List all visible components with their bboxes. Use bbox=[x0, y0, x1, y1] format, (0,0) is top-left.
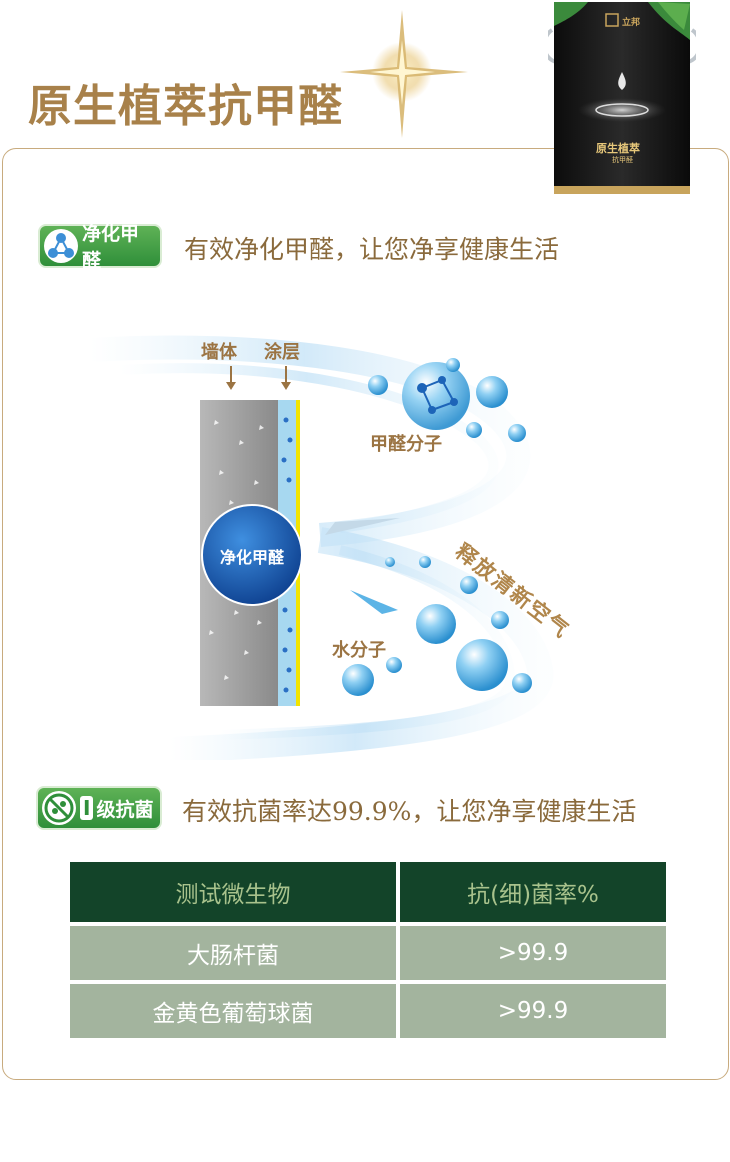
formaldehyde-label: 甲醛分子 bbox=[370, 434, 442, 455]
antibacterial-badge-label: 级抗菌 bbox=[96, 798, 154, 821]
antibacterial-subtitle: 有效抗菌率达99.9%，让您净享健康生活 bbox=[182, 797, 637, 826]
table-cell: 金黄色葡萄球菌 bbox=[70, 984, 396, 1038]
purification-diagram bbox=[89, 335, 554, 760]
water-label: 水分子 bbox=[332, 640, 386, 661]
content-panel bbox=[2, 148, 729, 1080]
can-title: 原生植萃 bbox=[596, 142, 640, 155]
page-title: 原生植萃抗甲醛 bbox=[28, 81, 343, 132]
table-cell: 大肠杆菌 bbox=[70, 926, 396, 980]
core-label: 净化甲醛 bbox=[219, 548, 284, 567]
purify-badge: 净化甲醛 bbox=[38, 223, 162, 272]
sparkle-icon bbox=[340, 10, 468, 138]
molecule-icon bbox=[44, 229, 78, 263]
table-header-row: 测试微生物 抗(细)菌率% bbox=[70, 862, 666, 922]
purify-badge-label: 净化甲醛 bbox=[82, 223, 140, 272]
table-row: 金黄色葡萄球菌 >99.9 bbox=[70, 984, 666, 1038]
table-header-cell: 抗(细)菌率% bbox=[400, 862, 666, 922]
antibacterial-badge: I 级抗菌 bbox=[36, 786, 162, 830]
antibacterial-table: 测试微生物 抗(细)菌率% 大肠杆菌 >99.9 金黄色葡萄球菌 >99.9 bbox=[66, 858, 670, 1042]
table-row: 大肠杆菌 >99.9 bbox=[70, 926, 666, 980]
no-bacteria-icon bbox=[42, 791, 76, 825]
purify-subtitle: 有效净化甲醛，让您净享健康生活 bbox=[184, 235, 560, 264]
paint-can-image bbox=[548, 2, 696, 194]
table-cell: >99.9 bbox=[400, 926, 666, 980]
can-subtitle: 抗甲醛 bbox=[612, 156, 633, 164]
antibacterial-badge-num: I bbox=[80, 796, 94, 820]
can-brand: 立邦 bbox=[622, 18, 641, 28]
table-cell: >99.9 bbox=[400, 984, 666, 1038]
coating-label: 涂层 bbox=[264, 342, 300, 363]
wall-label: 墙体 bbox=[201, 342, 237, 363]
table-header-cell: 测试微生物 bbox=[70, 862, 396, 922]
